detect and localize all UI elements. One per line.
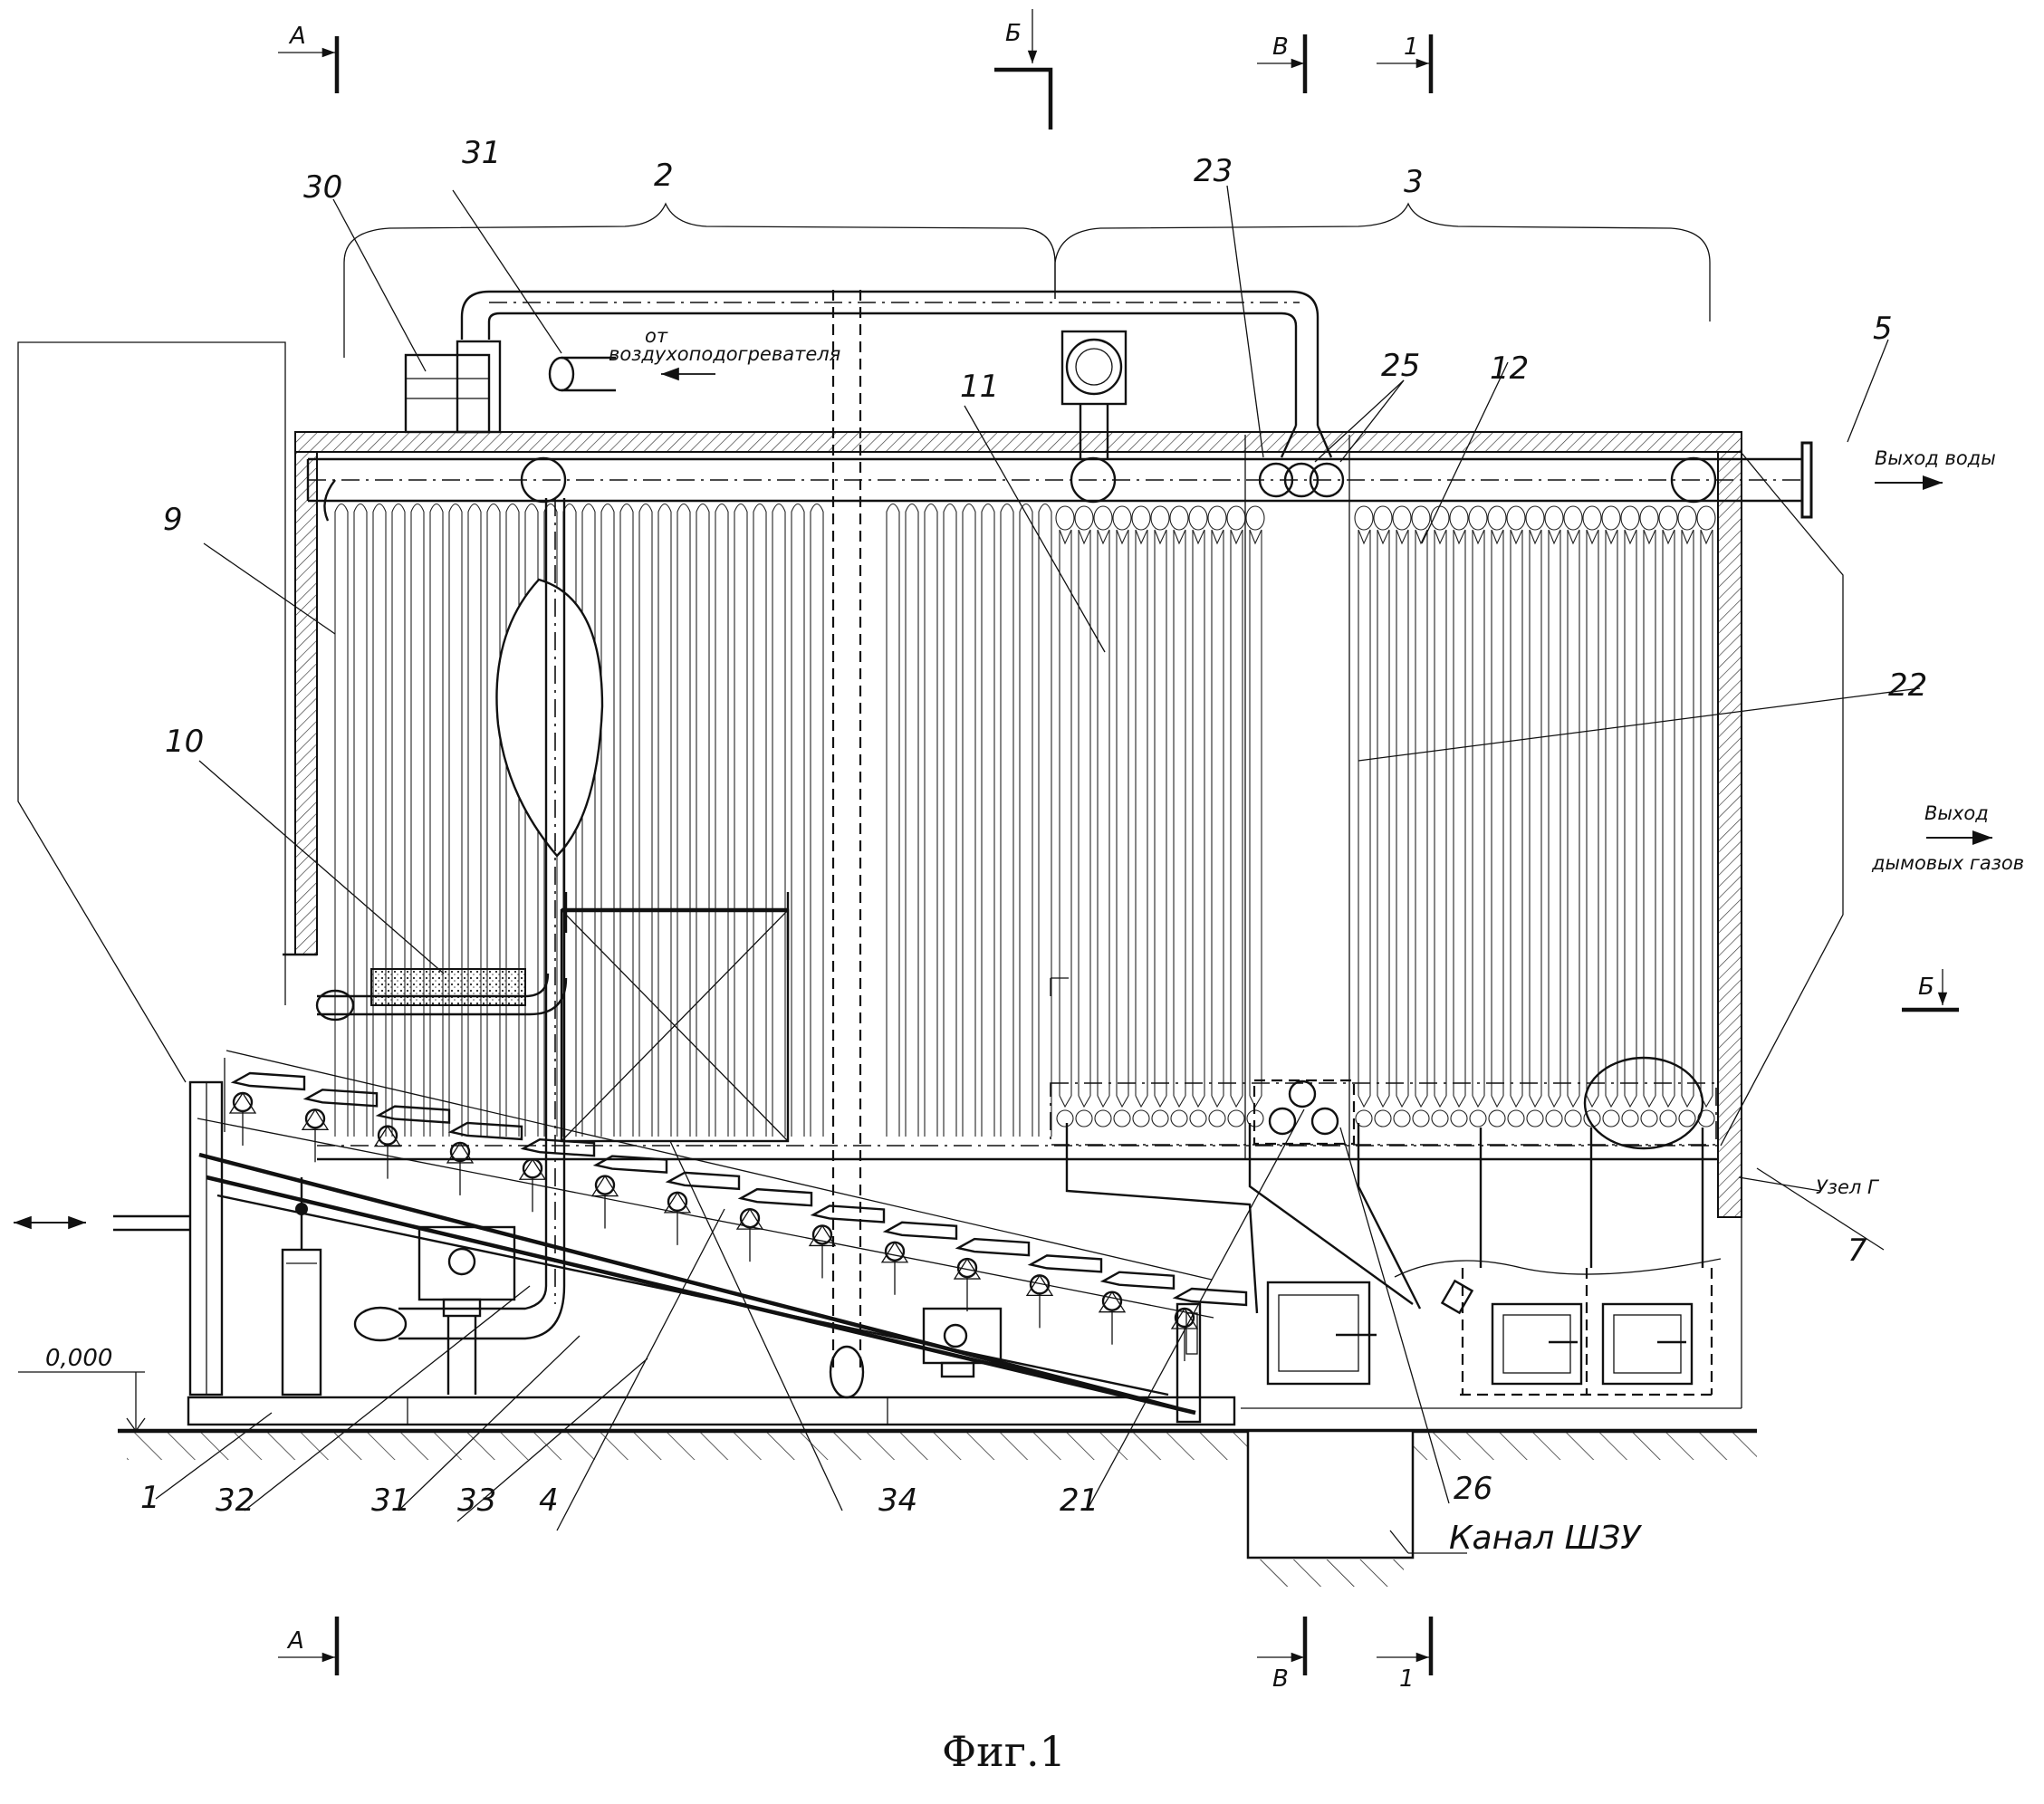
callout-25: 25 — [1381, 348, 1420, 384]
section-braces — [343, 202, 1711, 358]
section-1-bottom: 1 — [1399, 1665, 1415, 1693]
convective-tube-bank — [1055, 505, 1716, 1128]
flue-gas-label-2: дымовых газов — [1871, 852, 2024, 874]
section-a-top: А — [288, 23, 306, 50]
figure-caption: Фиг.1 — [942, 1727, 1066, 1776]
callout-leaders — [155, 185, 1921, 1554]
furnace-internals — [315, 498, 790, 1342]
water-outlet: Выход воды — [1875, 447, 1996, 490]
section-b-side: Б — [1918, 974, 1934, 1001]
level-mark: 0,000 — [45, 1345, 112, 1372]
section-marks: А Б В 1 А В 1 Б — [278, 9, 1959, 1693]
upper-header — [306, 441, 1813, 522]
furnace-tube-wall — [334, 503, 1052, 1137]
callout-2: 2 — [654, 158, 674, 194]
callout-34: 34 — [878, 1483, 917, 1519]
section-v-bottom: В — [1272, 1665, 1289, 1693]
callout-26: 26 — [1454, 1471, 1492, 1507]
foundation: 0,000 — [18, 1345, 1757, 1587]
section-v-top: В — [1272, 34, 1289, 61]
callout-11: 11 — [960, 369, 999, 405]
lower-headers — [1050, 435, 1717, 1159]
manhole — [1060, 330, 1128, 459]
water-outlet-label: Выход воды — [1875, 447, 1996, 469]
inclined-grate — [13, 1050, 1248, 1424]
callout-31-top: 31 — [462, 135, 501, 171]
callout-30: 30 — [303, 169, 342, 206]
air-duct: от воздухоподогревателя — [404, 290, 1333, 458]
callout-31-bottom: 31 — [371, 1483, 410, 1519]
callout-33: 33 — [457, 1483, 496, 1519]
callout-22: 22 — [1888, 667, 1927, 704]
air-heater-label-1: от — [645, 325, 668, 347]
flue-gas-outlet: Выход дымовых газов — [1871, 802, 2024, 874]
callout-23: 23 — [1194, 153, 1233, 189]
callout-4: 4 — [539, 1483, 559, 1519]
callout-9: 9 — [163, 502, 183, 538]
callout-5: 5 — [1873, 311, 1893, 347]
callout-3: 3 — [1404, 164, 1424, 200]
fuel-hopper-outline — [17, 341, 1844, 1147]
callout-7: 7 — [1847, 1233, 1867, 1269]
callout-12: 12 — [1490, 350, 1529, 387]
callout-numbers: 1 2 3 4 5 7 9 10 11 12 21 22 23 25 26 30… — [140, 135, 1927, 1519]
section-1-top: 1 — [1404, 34, 1419, 61]
ash-drain-pipes — [1065, 1123, 1722, 1315]
callout-10: 10 — [165, 724, 204, 760]
center-duct — [829, 290, 865, 1399]
flue-gas-label-1: Выход — [1924, 802, 1989, 824]
callout-21: 21 — [1060, 1483, 1099, 1519]
section-a-bottom: А — [286, 1627, 304, 1655]
ash-doors — [1266, 1268, 1713, 1396]
air-heater-label-2: воздухоподогревателя — [609, 343, 840, 365]
callout-32: 32 — [216, 1483, 254, 1519]
node-g-label: Узел Г — [1816, 1176, 1880, 1198]
callout-1: 1 — [140, 1480, 160, 1516]
boiler-casing — [283, 431, 1742, 1409]
ash-channel-label: Канал ШЗУ — [1449, 1520, 1642, 1557]
section-b-top: Б — [1005, 20, 1022, 47]
